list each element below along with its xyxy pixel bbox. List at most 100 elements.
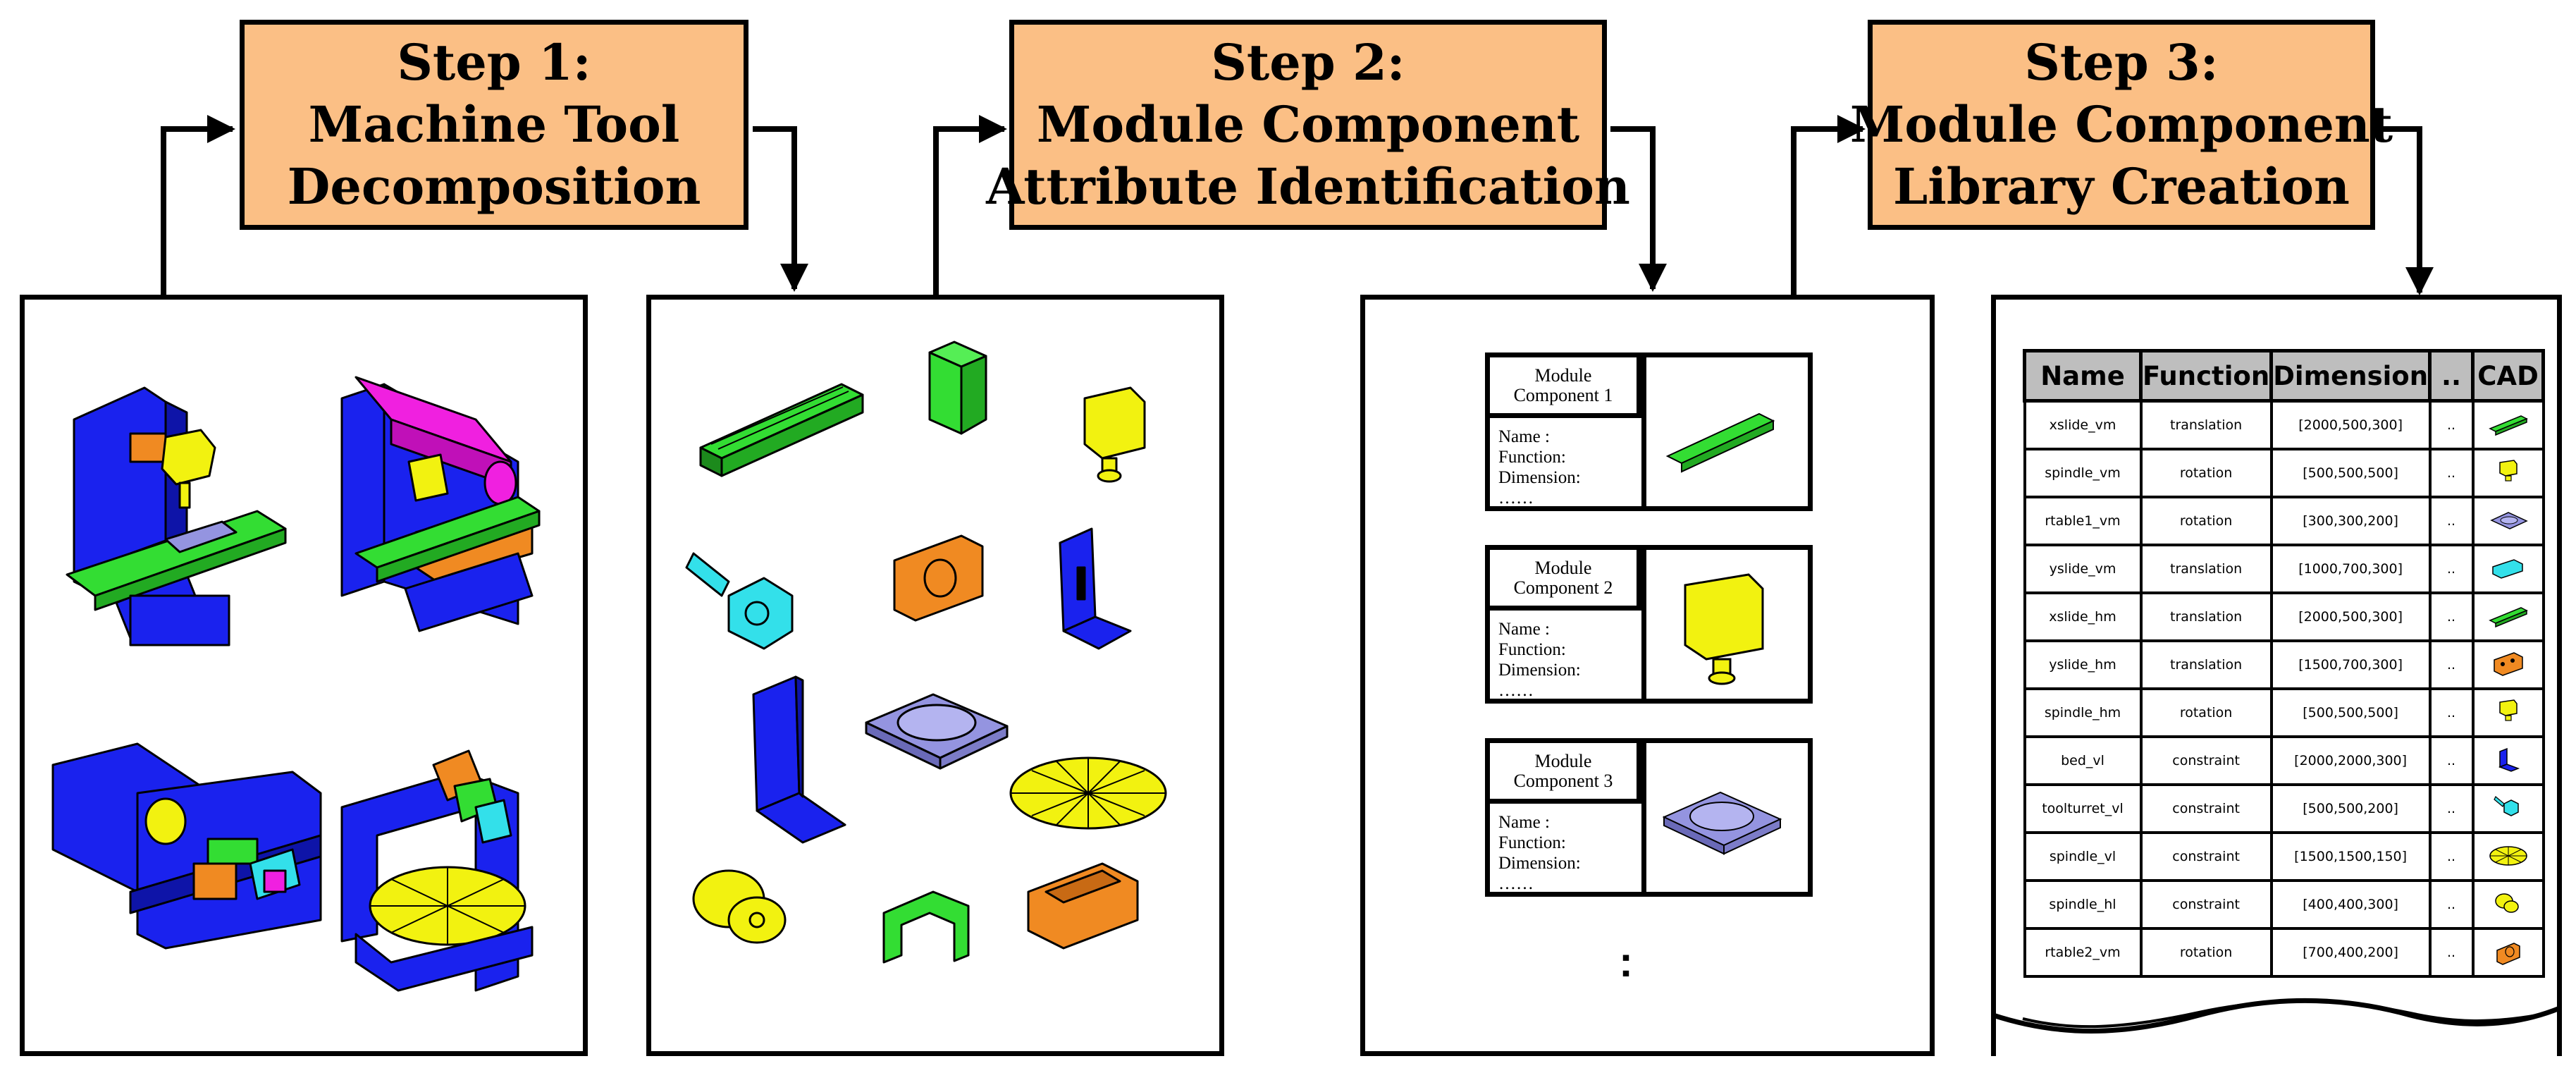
cell-more: .. (2428, 831, 2475, 882)
arrow-panel2-to-step2 (933, 115, 1007, 298)
step-1-label: Step 1: (397, 33, 591, 92)
step-1-title-line1: Machine Tool (308, 95, 680, 154)
cell-cad (2471, 399, 2545, 450)
column-header-dimension: Dimension (2269, 349, 2432, 403)
cell-dimension: [400,400,300] (2269, 879, 2432, 930)
cell-dimension: [1500,1500,150] (2269, 831, 2432, 882)
table-body: xslide_vm translation[2000,500,300].. spin… (2023, 399, 2545, 978)
card-title: Module Component 3 (1490, 743, 1641, 804)
lathe-icon (51, 742, 322, 950)
cell-more: .. (2428, 927, 2475, 978)
attr-dimension-label: Dimension: (1498, 468, 1581, 487)
cell-cad (2471, 496, 2545, 546)
lavender-rotary-table-icon (865, 693, 1009, 770)
green-bracket-icon (928, 341, 987, 435)
card-image (1641, 550, 1797, 699)
arrow-step1-to-panel2 (753, 126, 808, 292)
attr-name-label: Name : (1498, 620, 1550, 639)
cell-function: rotation (2139, 496, 2273, 546)
vertical-lathe-icon (340, 749, 534, 992)
cell-cad (2471, 735, 2545, 786)
cyan-slide-icon (2491, 558, 2523, 579)
step-1-title-line2: Decomposition (287, 157, 701, 216)
purple-table-icon (2489, 511, 2528, 529)
arrow-panel1-to-step1 (161, 115, 235, 298)
cell-cad (2471, 591, 2545, 642)
yellow-spindle-icon (2498, 459, 2518, 482)
cell-function: constraint (2139, 783, 2273, 834)
column-header-name: Name (2023, 349, 2143, 403)
cell-function: rotation (2139, 687, 2273, 738)
table-header-row: Name Function Dimension .. CAD (2023, 349, 2546, 403)
blue-angle-plate-icon (752, 675, 846, 844)
decomposed-components-panel (646, 295, 1224, 1056)
attr-name-label: Name : (1498, 813, 1550, 832)
cyan-turret-icon (2493, 795, 2519, 816)
cell-cad (2471, 687, 2545, 738)
cell-more: .. (2428, 591, 2475, 642)
orange-housing-icon (2496, 942, 2520, 965)
cell-dimension: [300,300,200] (2269, 496, 2432, 546)
cell-function: translation (2139, 639, 2273, 690)
step-3-title-line1: Module Component (1849, 95, 2393, 154)
cell-function: translation (2139, 544, 2273, 594)
blue-column-icon (1059, 527, 1132, 650)
cell-function: constraint (2139, 879, 2273, 930)
attr-dimension-label: Dimension: (1498, 854, 1581, 873)
cell-name: rtable2_vm (2023, 927, 2143, 978)
cell-name: spindle_vl (2023, 831, 2143, 882)
card-attributes: Name : Function: Dimension: …… (1498, 619, 1581, 701)
step-1-box: Step 1: Machine Tool Decomposition (240, 20, 748, 230)
card-title-line2: Component 1 (1513, 384, 1613, 405)
green-slide-rail-icon (699, 383, 864, 477)
cell-name: xslide_vm (2023, 399, 2143, 450)
blue-bed-icon (2498, 747, 2520, 772)
cell-function: translation (2139, 591, 2273, 642)
step-3-box: Step 3: Module Component Library Creatio… (1850, 20, 2393, 230)
attr-more-label: …… (1498, 681, 1534, 700)
card-image (1641, 357, 1797, 506)
component-library-table: Name Function Dimension .. CAD xslide_vm… (2023, 349, 2546, 978)
rotary-table-icon (1662, 791, 1782, 855)
cell-dimension: [500,500,200] (2269, 783, 2432, 834)
cell-more: .. (2428, 687, 2475, 738)
card-title: Module Component 2 (1490, 550, 1641, 611)
cell-dimension: [1000,700,300] (2269, 544, 2432, 594)
green-u-bracket-icon (882, 890, 970, 964)
arrow-step2-to-panel3 (1610, 126, 1667, 292)
yellow-spindle-head-icon (1083, 386, 1146, 483)
card-title-line2: Component 2 (1513, 577, 1613, 598)
yellow-disc-icon (2489, 845, 2527, 866)
orange-pocket-block-icon (1027, 862, 1139, 950)
cell-cad (2471, 783, 2545, 834)
cell-dimension: [2000,500,300] (2269, 591, 2432, 642)
orange-housing-icon (893, 534, 984, 622)
cell-cad (2471, 639, 2545, 690)
green-slide-icon (2488, 606, 2528, 627)
cell-name: yslide_hm (2023, 639, 2143, 690)
arrow-panel3-to-step3 (1791, 115, 1866, 298)
step-2-box: Step 2: Module Component Attribute Ident… (986, 20, 1630, 230)
cell-name: xslide_hm (2023, 591, 2143, 642)
yellow-disc-table-icon (1009, 756, 1167, 830)
step-2-label: Step 2: (1211, 33, 1405, 92)
cell-dimension: [2000,2000,300] (2269, 735, 2432, 786)
cell-name: spindle_vm (2023, 448, 2143, 498)
cell-more: .. (2428, 639, 2475, 690)
yellow-chuck-icon (2494, 893, 2519, 913)
cell-more: .. (2428, 735, 2475, 786)
column-header-function: Function (2138, 349, 2274, 403)
step-3-label: Step 3: (2024, 33, 2219, 92)
card-title-line1: Module (1534, 364, 1592, 386)
attr-dimension-label: Dimension: (1498, 661, 1581, 680)
card-image (1641, 743, 1797, 892)
